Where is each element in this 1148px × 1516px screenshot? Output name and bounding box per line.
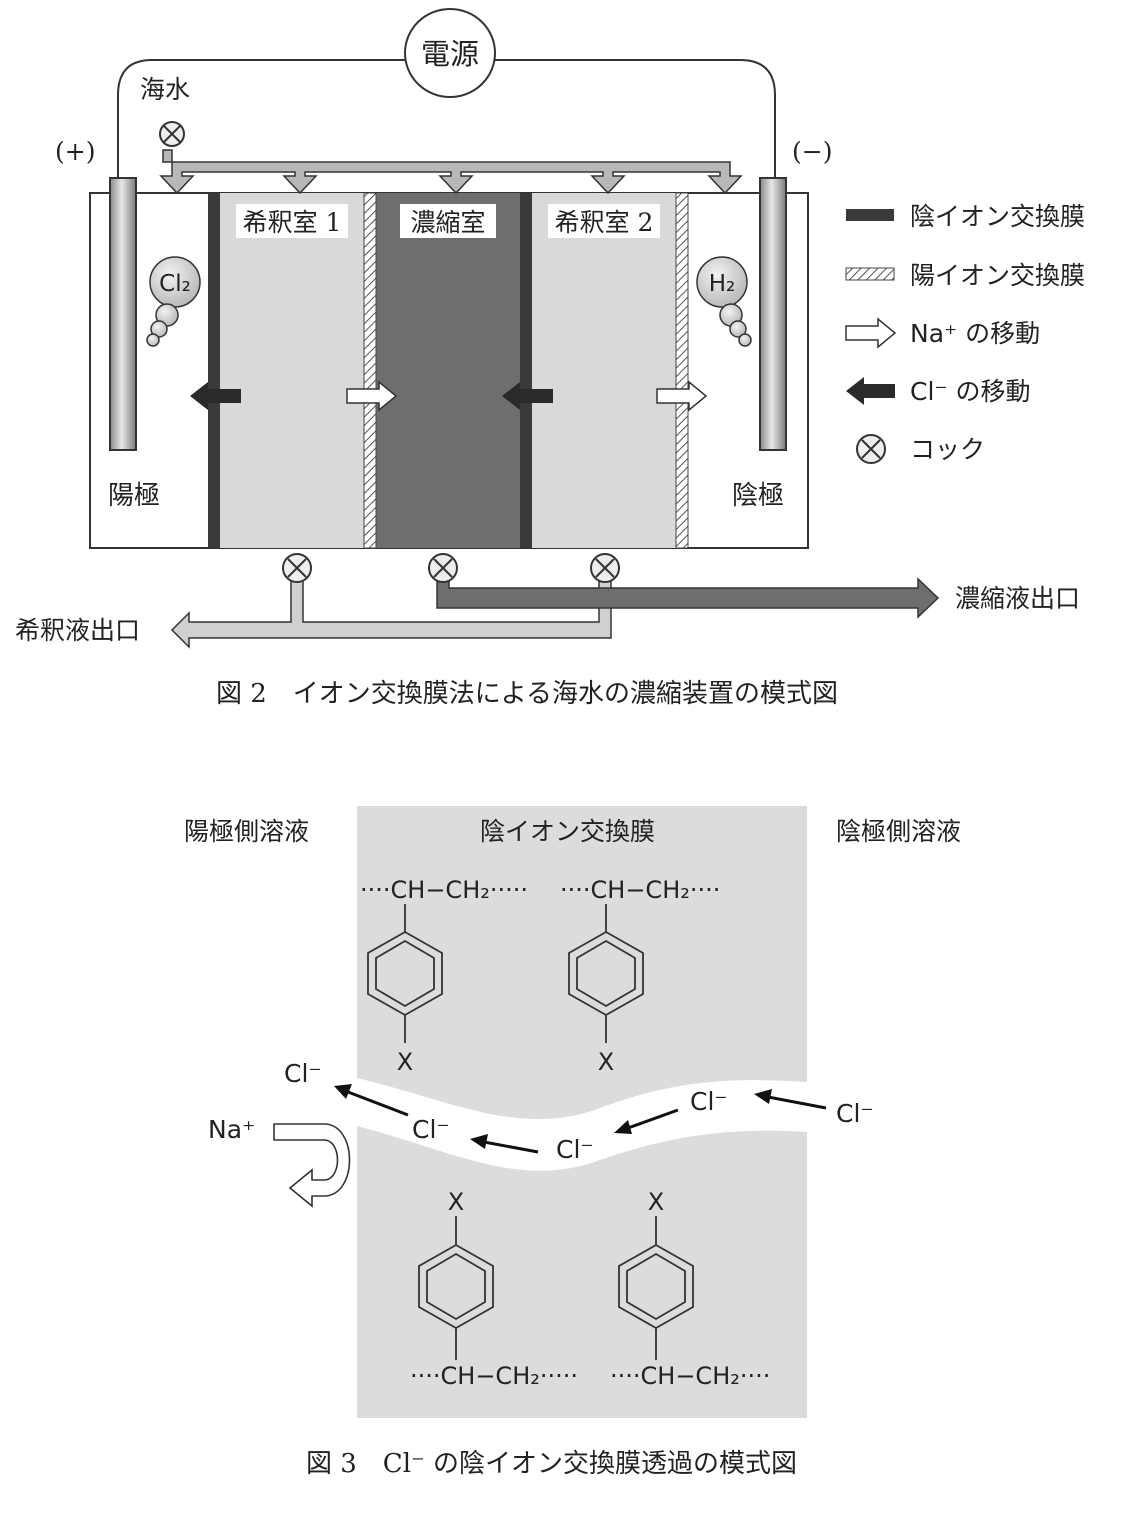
dilute-chamber-1 (220, 193, 364, 548)
figure-3: 陽極側溶液 陰イオン交換膜 陰極側溶液 ····CH−CH₂····· ····… (184, 806, 961, 1479)
dilute-outlet-label: 希釈液出口 (15, 616, 140, 645)
cock-concentrate[interactable] (428, 553, 458, 583)
cock-dilute-1[interactable] (282, 553, 312, 583)
dilute-2-label-bg (548, 204, 660, 238)
legend-na-label: Na⁺ の移動 (910, 319, 1040, 348)
cl2-bubbles (146, 256, 201, 347)
anode-electrode (109, 177, 137, 451)
substituent-x-4: X (648, 1188, 664, 1216)
minus-label: (−) (792, 137, 832, 166)
cl-arrow-2 (502, 382, 553, 410)
right-solution-label: 陰極側溶液 (836, 817, 961, 846)
dilute-1-label-bg (236, 204, 348, 238)
chain-top-right: ····CH−CH₂···· (560, 876, 720, 904)
h2-label: H₂ (709, 271, 736, 297)
na-arrow-1 (346, 380, 398, 412)
seawater-manifold (159, 149, 743, 195)
cl-path-arrows (334, 1084, 827, 1154)
dilute-2-label: 希釈室 2 (555, 208, 654, 237)
concentrate-outlet-label: 濃縮液出口 (955, 584, 1080, 613)
cation-membrane-2 (675, 192, 689, 549)
cation-membrane-1 (363, 192, 377, 549)
legend-anion-swatch (846, 209, 894, 221)
power-wire (117, 59, 776, 186)
benzene-ring-top-left (367, 904, 443, 1043)
substituent-x-1: X (397, 1048, 413, 1076)
benzene-ring-bottom-left (418, 1216, 494, 1360)
na-rejection-arrow (273, 1123, 351, 1208)
anode-label: 陽極 (108, 481, 160, 511)
ion-channel (357, 1078, 807, 1171)
legend-na-arrow (845, 317, 897, 349)
plus-label: (+) (55, 137, 95, 166)
h2-bubbles (696, 256, 752, 347)
left-solution-label: 陽極側溶液 (184, 817, 309, 846)
legend-cl-arrow (846, 377, 895, 405)
legend-cation-label: 陽イオン交換膜 (910, 261, 1085, 290)
cl-ion-2: Cl⁻ (412, 1115, 450, 1144)
dilute-chamber-2 (532, 193, 676, 548)
na-ion: Na⁺ (208, 1115, 255, 1144)
cathode-electrode (759, 177, 787, 451)
concentrate-outlet-pipe (436, 577, 940, 619)
cl-ion-1: Cl⁻ (284, 1059, 322, 1088)
anion-membrane-2 (520, 193, 532, 548)
figure-2-caption: 図 2 イオン交換膜法による海水の濃縮装置の模式図 (216, 679, 838, 709)
legend-cl-label: Cl⁻ の移動 (910, 377, 1031, 406)
legend-cock-label: コック (910, 435, 985, 464)
seawater-label: 海水 (140, 75, 190, 104)
cl-arrow-1 (190, 382, 241, 410)
cl-ion-3: Cl⁻ (556, 1135, 594, 1164)
cathode-label: 陰極 (732, 481, 784, 511)
power-label: 電源 (421, 37, 479, 71)
legend: 陰イオン交換膜 陽イオン交換膜 Na⁺ の移動 Cl⁻ の移動 コック (845, 202, 1085, 464)
chain-bottom-right: ····CH−CH₂···· (610, 1362, 770, 1390)
benzene-ring-bottom-right (618, 1216, 694, 1360)
anion-membrane-1 (208, 193, 220, 548)
substituent-x-3: X (448, 1188, 464, 1216)
figure-3-caption: 図 3 Cl⁻ の陰イオン交換膜透過の模式図 (306, 1449, 797, 1479)
cl-ion-5: Cl⁻ (836, 1099, 874, 1128)
seawater-cock[interactable] (159, 121, 185, 147)
cock-dilute-2[interactable] (590, 553, 620, 583)
power-source (404, 8, 496, 98)
chain-bottom-left: ····CH−CH₂····· (410, 1362, 578, 1390)
dilute-outlet-pipe (170, 579, 612, 649)
dilute-1-label: 希釈室 1 (243, 208, 342, 237)
legend-cock-icon (856, 434, 886, 464)
benzene-ring-top-right (568, 904, 644, 1043)
cl-ion-4: Cl⁻ (690, 1087, 728, 1116)
legend-cation-swatch (845, 267, 895, 281)
concentrate-label: 濃縮室 (410, 208, 485, 237)
membrane-label: 陰イオン交換膜 (480, 817, 655, 846)
na-arrow-2 (656, 380, 708, 412)
concentrate-chamber (376, 193, 520, 548)
legend-anion-label: 陰イオン交換膜 (910, 202, 1085, 231)
figure-2: 電源 海水 (+) (−) 希釈室 1 濃縮室 希釈室 2 陽極 陰極 (15, 8, 1085, 709)
substituent-x-2: X (598, 1048, 614, 1076)
cl2-label: Cl₂ (159, 271, 191, 297)
concentrate-label-bg (400, 204, 496, 238)
chain-top-left: ····CH−CH₂····· (360, 876, 528, 904)
